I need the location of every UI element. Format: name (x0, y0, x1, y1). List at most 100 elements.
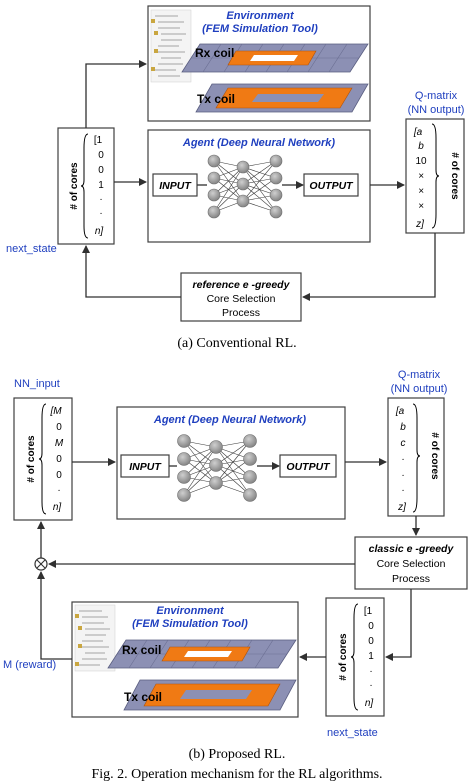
svg-text:·: · (369, 666, 372, 677)
svg-text:z]: z] (397, 502, 406, 513)
selection-line2-b: Core Selection (377, 558, 446, 570)
agent-box-b: Agent (Deep Neural Network) INPUT OUTPUT (116, 406, 346, 520)
next-state-label-b: next_state (327, 727, 378, 739)
caption-a: (a) Conventional RL. (177, 336, 296, 351)
svg-text:×: × (418, 171, 424, 182)
caption-b: (b) Proposed RL. (189, 747, 286, 762)
q-axis-label-a: # of cores (449, 152, 460, 200)
svg-text:·: · (57, 485, 60, 496)
svg-text:c: c (401, 438, 406, 449)
selection-line2-a: Core Selection (207, 293, 276, 305)
svg-text:×: × (418, 186, 424, 197)
environment-box-a: Environment (FEM Simulation Tool) Rx coi… (147, 5, 371, 122)
svg-text:0: 0 (368, 636, 374, 647)
q-axis-label-b: # of cores (429, 432, 440, 480)
svg-text:b: b (400, 422, 406, 433)
state-vector-b: [1 0 0 1 · · n] (364, 606, 374, 709)
selection-line1-b: classic e -greedy (369, 543, 455, 555)
state-vector-box-b: # of cores [1 0 0 1 · · n] (325, 597, 385, 717)
file-tree-a (150, 9, 192, 83)
environment-subtitle-a: (FEM Simulation Tool) (202, 23, 318, 35)
svg-text:M: M (55, 438, 64, 449)
svg-text:0: 0 (56, 470, 62, 481)
section-a: Environment (FEM Simulation Tool) Rx coi… (6, 5, 465, 351)
agent-box-a: Agent (Deep Neural Network) INPUT OUTPUT (147, 129, 371, 243)
state-axis-label-b: # of cores (338, 633, 349, 681)
svg-text:[1: [1 (364, 606, 373, 617)
qmatrix-vector-b: [a b c · · · z] (395, 406, 406, 513)
neural-net-b (177, 434, 268, 502)
input-axis-label-b: # of cores (26, 435, 37, 483)
tx-coil-a (195, 83, 369, 113)
tx-coil-label-b: Tx coil (124, 690, 162, 704)
rx-coil-label-a: Rx coil (195, 46, 234, 60)
output-label-a: OUTPUT (309, 180, 354, 192)
output-label-b: OUTPUT (286, 461, 331, 473)
selection-line1-a: reference e -greedy (193, 279, 291, 291)
rx-coil-a (181, 43, 369, 73)
svg-text:1: 1 (368, 651, 374, 662)
agent-title-b: Agent (Deep Neural Network) (153, 414, 307, 426)
state-vector-a: [1 0 0 1 · · n] (94, 135, 104, 237)
environment-title-b: Environment (156, 605, 225, 617)
qmatrix-box-b: [a b c · · · z] # of cores (387, 397, 445, 517)
tx-coil-b (123, 679, 297, 711)
input-label-a: INPUT (159, 180, 192, 192)
wires-b (37, 458, 420, 661)
next-state-label-a: next_state (6, 243, 57, 255)
wires-a (82, 60, 436, 301)
svg-text:10: 10 (415, 156, 427, 167)
reward-label-b: M (reward) (3, 659, 56, 671)
selection-box-b: classic e -greedy Core Selection Process (354, 536, 468, 590)
environment-subtitle-b: (FEM Simulation Tool) (132, 618, 248, 630)
svg-text:z]: z] (415, 219, 424, 230)
svg-text:·: · (99, 194, 102, 205)
svg-text:[a: [a (413, 127, 423, 138)
qmatrix-box-a: [a b 10 × × × z] # of cores (405, 118, 465, 234)
svg-text:·: · (401, 454, 404, 465)
state-axis-label-a: # of cores (69, 162, 80, 210)
svg-text:1: 1 (98, 180, 104, 191)
svg-text:[a: [a (395, 406, 405, 417)
svg-text:·: · (401, 485, 404, 496)
svg-text:0: 0 (98, 165, 104, 176)
environment-box-b: Environment (FEM Simulation Tool) Rx coi… (71, 601, 299, 718)
neural-net-a (207, 154, 290, 219)
svg-text:0: 0 (98, 150, 104, 161)
environment-title-a: Environment (226, 10, 295, 22)
svg-text:b: b (418, 141, 424, 152)
svg-text:n]: n] (365, 698, 374, 709)
input-vector-b: [M 0 M 0 0 · n] (49, 406, 63, 513)
svg-text:0: 0 (56, 454, 62, 465)
qmatrix-title-a: Q-matrix (415, 90, 458, 102)
figure-caption: Fig. 2. Operation mechanism for the RL a… (91, 767, 382, 782)
svg-text:[1: [1 (94, 135, 103, 146)
svg-text:0: 0 (56, 422, 62, 433)
state-vector-box-a: # of cores [1 0 0 1 · · n] (57, 127, 115, 245)
selection-line3-b: Process (392, 573, 430, 585)
file-tree-b (74, 604, 116, 672)
selection-box-a: reference e -greedy Core Selection Proce… (180, 272, 302, 322)
svg-text:0: 0 (368, 621, 374, 632)
qmatrix-subtitle-b: (NN output) (391, 383, 448, 395)
selection-line3-a: Process (222, 307, 260, 319)
qmatrix-subtitle-a: (NN output) (408, 104, 465, 116)
multiply-node (34, 557, 48, 571)
qmatrix-title-b: Q-matrix (398, 369, 441, 381)
svg-text:·: · (369, 680, 372, 691)
agent-title-a: Agent (Deep Neural Network) (182, 137, 336, 149)
input-vector-box-b: # of cores [M 0 M 0 0 · n] (13, 397, 73, 521)
svg-text:n]: n] (95, 226, 104, 237)
svg-text:·: · (401, 470, 404, 481)
rx-coil-label-b: Rx coil (122, 643, 161, 657)
rx-coil-b (107, 639, 297, 669)
tx-coil-label-a: Tx coil (197, 92, 235, 106)
svg-text:·: · (99, 208, 102, 219)
section-b: NN_input # of cores [M 0 M 0 0 · n] Agen… (3, 369, 468, 762)
svg-text:×: × (418, 201, 424, 212)
nn-input-label-b: NN_input (14, 378, 60, 390)
svg-text:n]: n] (53, 502, 62, 513)
qmatrix-vector-a: [a b 10 × × × z] (413, 127, 427, 230)
svg-text:[M: [M (49, 406, 62, 417)
